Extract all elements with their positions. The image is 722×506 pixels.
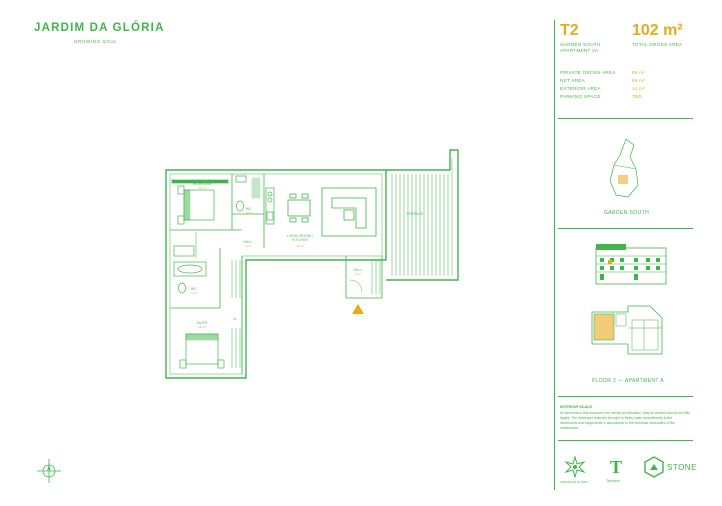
floor-caption: FLOOR 2 — APARTMENT A xyxy=(592,378,665,384)
spec-value: 88 m² xyxy=(632,70,646,75)
room-area: 34 m² xyxy=(296,244,304,248)
disclaimer-text: All elements in this document are merely… xyxy=(560,411,690,430)
spec-row: PRIVATE GROSS AREA 88 m² xyxy=(560,70,660,75)
compass-icon xyxy=(37,459,61,483)
total-area-value: 102 m² xyxy=(632,22,683,39)
divider xyxy=(558,396,693,397)
floor-plan xyxy=(165,149,459,379)
stone-hex-logo-icon xyxy=(644,456,664,478)
room-label: LIVING ROOM / KITCHEN xyxy=(286,234,314,242)
footer-logo-1-text: JARDIM DA GLÓRIA xyxy=(560,480,589,484)
spec-row: NET AREA 69 m² xyxy=(560,78,660,83)
star-emblem-icon xyxy=(564,456,586,478)
room-area: 4 m² xyxy=(191,291,197,295)
spec-value: TBD xyxy=(632,94,643,99)
total-area-label: TOTAL GROSS AREA xyxy=(632,42,683,47)
room-area: 4 m² xyxy=(246,211,252,215)
unit-subtitle-1: GARDEN SOUTH xyxy=(560,42,601,47)
room-area: 4 m² xyxy=(245,244,251,248)
divider xyxy=(558,118,693,119)
room-label: WC xyxy=(191,287,197,291)
room-label: WC xyxy=(246,207,252,211)
spec-label: NET AREA xyxy=(560,78,586,83)
spec-row: EXTERIOR AREA 14 m² xyxy=(560,86,660,91)
room-label: CL xyxy=(232,317,238,321)
room-label: HALL xyxy=(243,240,253,244)
spec-value: 69 m² xyxy=(632,78,646,83)
room-area: 12 m² xyxy=(198,186,206,190)
spec-row: PARKING SPACE TBD xyxy=(560,94,660,99)
room-label: TERRACE xyxy=(406,212,424,216)
room-area: 3 m² xyxy=(355,272,361,276)
brand-tagline: GROWING SOUL xyxy=(74,39,118,44)
building-elevation xyxy=(595,244,667,285)
unit-subtitle-2: APARTMENT 2A xyxy=(560,48,599,53)
brand-logo: JARDIM DA GLÓRIA xyxy=(34,22,165,34)
location-key-plan xyxy=(609,138,639,198)
room-label: BEDROOM xyxy=(192,182,212,186)
unit-type: T2 xyxy=(560,22,579,39)
t-letter-logo-icon: T xyxy=(610,457,623,477)
spec-label: PRIVATE GROSS AREA xyxy=(560,70,616,75)
disclaimer-title: INTERIOR SCALE xyxy=(560,405,593,409)
divider xyxy=(558,440,693,441)
panel-divider xyxy=(554,20,555,490)
location-caption: GARDEN SOUTH xyxy=(604,210,650,216)
footer-logo-3-text: STONE xyxy=(667,463,697,472)
spec-label: EXTERIOR AREA xyxy=(560,86,601,91)
spec-label: PARKING SPACE xyxy=(560,94,601,99)
room-label: HALL xyxy=(353,268,363,272)
entrance-triangle-icon xyxy=(352,304,364,314)
spec-value: 14 m² xyxy=(632,86,646,91)
room-label: SUITE xyxy=(196,321,208,325)
floor-key-plan xyxy=(591,305,663,355)
divider xyxy=(558,228,693,229)
room-area: 16 m² xyxy=(198,325,206,329)
footer-logo-2-text: Teixeira xyxy=(606,478,620,483)
